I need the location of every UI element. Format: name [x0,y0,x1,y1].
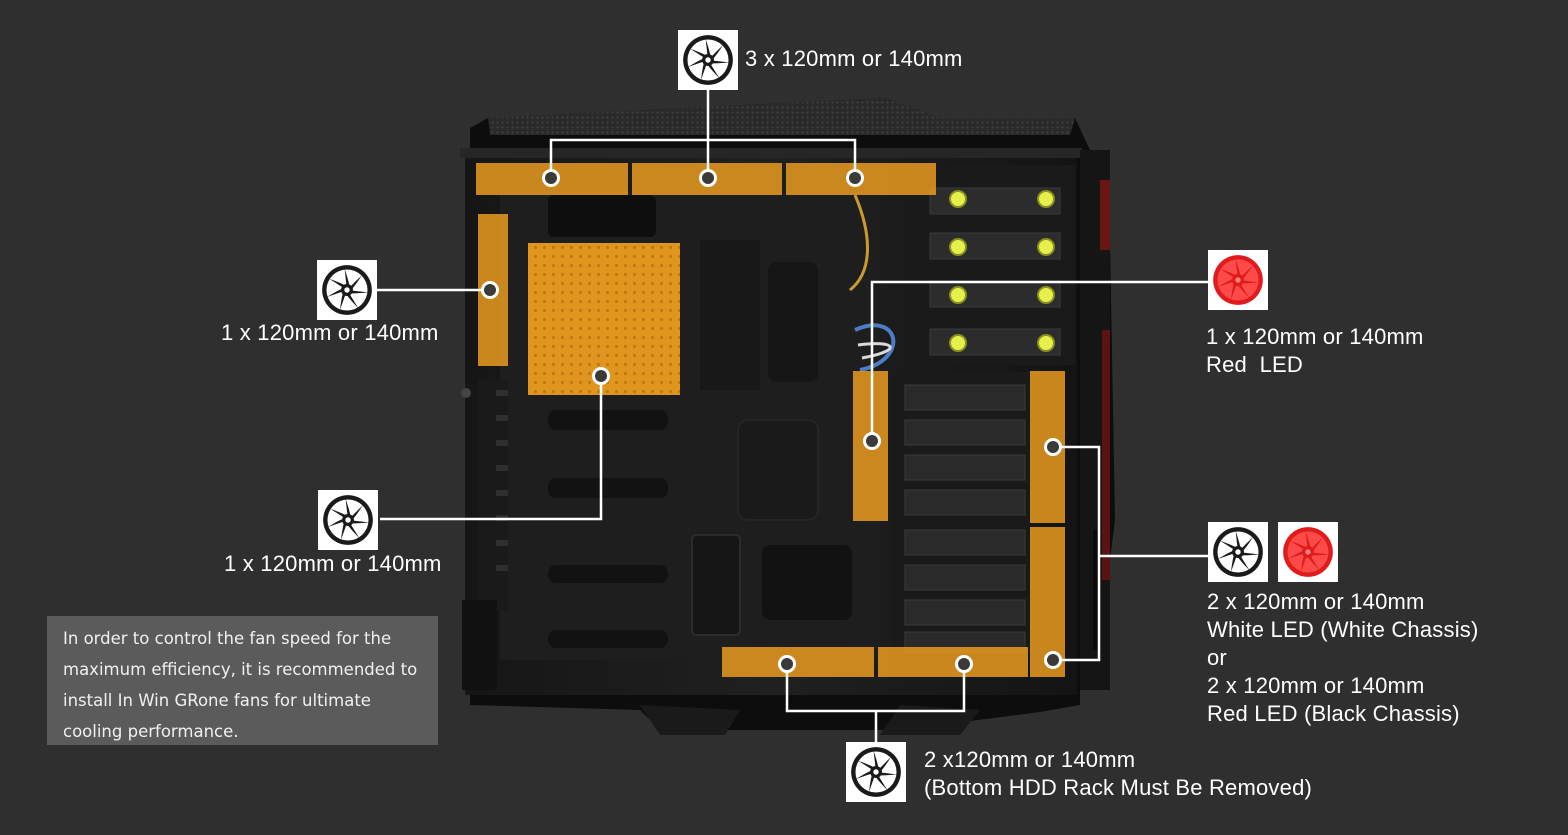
front-mid-fan-zone-2 [1030,527,1065,677]
top-fan-label: 3 x 120mm or 140mm [745,46,963,71]
white-fan-icon [678,30,738,90]
note-line: maximum efficiency, it is recommended to [63,660,418,679]
rear-fan-label: 1 x 120mm or 140mm [221,320,439,345]
front-top-fan-label-line2: Red LED [1206,352,1303,377]
front-mid-fan-label-line5: Red LED (Black Chassis) [1207,701,1460,726]
front-top-fan-label-line1: 1 x 120mm or 140mm [1206,324,1424,349]
bottom-fan-label: 2 x120mm or 140mm (Bottom HDD Rack Must … [924,746,1312,802]
front-top-fan-label: 1 x 120mm or 140mm Red LED [1206,323,1424,379]
bottom-fan-zone-2 [878,647,1028,677]
white-fan-icon [1208,522,1268,582]
white-fan-icon [317,260,377,320]
red-led-fan-icon [1208,250,1268,310]
note-line: install In Win GRone fans for ultimate [63,691,371,710]
connector-dots [481,169,1062,673]
bottom-fan-zone-1 [722,647,874,677]
fan-speed-note: In order to control the fan speed for th… [47,616,438,745]
connector-lines [377,89,1208,742]
white-fan-icon [846,742,906,802]
white-fan-icon [318,490,378,550]
red-led-fan-icon [1278,522,1338,582]
bottom-fan-label-line1: 2 x120mm or 140mm [924,747,1136,772]
note-line: cooling performance. [63,722,239,741]
front-mid-fan-label-line1: 2 x 120mm or 140mm [1207,589,1425,614]
front-mid-fan-label-line3: or [1207,645,1227,670]
side-panel-fan-label: 1 x 120mm or 140mm [224,551,442,576]
front-mid-fan-label: 2 x 120mm or 140mm White LED (White Chas… [1207,588,1479,728]
front-mid-fan-label-line4: 2 x 120mm or 140mm [1207,673,1425,698]
front-mid-fan-label-line2: White LED (White Chassis) [1207,617,1479,642]
bottom-fan-label-line2: (Bottom HDD Rack Must Be Removed) [924,775,1313,800]
note-line: In order to control the fan speed for th… [63,629,392,648]
